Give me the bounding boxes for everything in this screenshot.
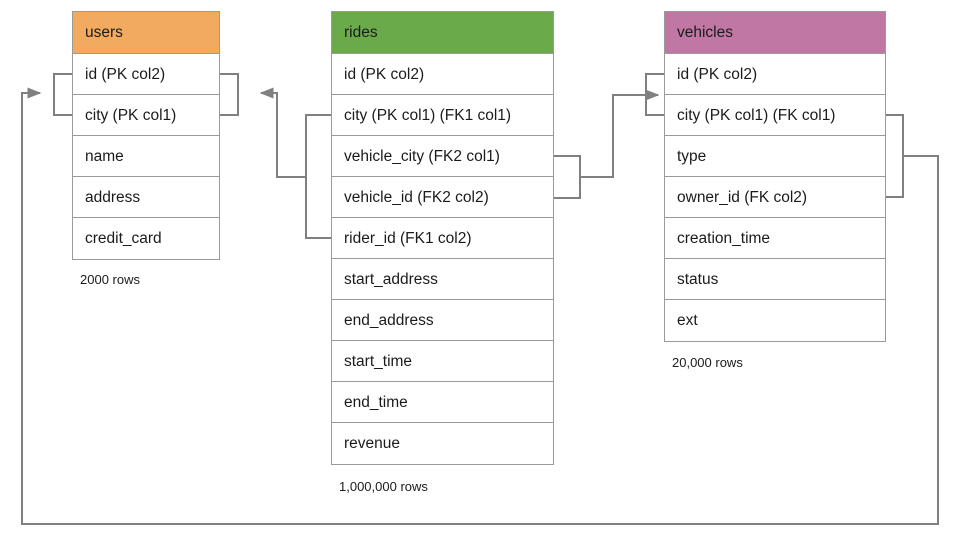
entity-users-title: users (73, 12, 219, 54)
field-users-city[interactable]: city (PK col1) (73, 95, 219, 136)
relationship-rides-fk1-users (261, 93, 331, 239)
entity-rides-title: rides (332, 12, 553, 54)
field-rides-revenue[interactable]: revenue (332, 423, 553, 464)
entity-rides[interactable]: rides id (PK col2) city (PK col1) (FK1 c… (331, 11, 554, 465)
field-vehicles-type[interactable]: type (665, 136, 885, 177)
field-rides-rider-id[interactable]: rider_id (FK1 col2) (332, 218, 553, 259)
relationship-target-bracket (220, 73, 239, 116)
relationship-rides-fk2-vehicles (554, 95, 658, 199)
rowcount-rides: 1,000,000 rows (339, 479, 428, 494)
field-vehicles-id[interactable]: id (PK col2) (665, 54, 885, 95)
relationship-target-bracket (645, 73, 664, 116)
rowcount-users: 2000 rows (80, 272, 140, 287)
field-vehicles-ext[interactable]: ext (665, 300, 885, 341)
field-vehicles-owner-id[interactable]: owner_id (FK col2) (665, 177, 885, 218)
field-users-address[interactable]: address (73, 177, 219, 218)
field-vehicles-city[interactable]: city (PK col1) (FK col1) (665, 95, 885, 136)
field-users-credit-card[interactable]: credit_card (73, 218, 219, 259)
field-rides-start-time[interactable]: start_time (332, 341, 553, 382)
field-users-id[interactable]: id (PK col2) (73, 54, 219, 95)
entity-vehicles-title: vehicles (665, 12, 885, 54)
field-rides-id[interactable]: id (PK col2) (332, 54, 553, 95)
field-rides-city[interactable]: city (PK col1) (FK1 col1) (332, 95, 553, 136)
entity-users[interactable]: users id (PK col2) city (PK col1) name a… (72, 11, 220, 260)
field-rides-vehicle-city[interactable]: vehicle_city (FK2 col1) (332, 136, 553, 177)
field-rides-start-address[interactable]: start_address (332, 259, 553, 300)
field-vehicles-status[interactable]: status (665, 259, 885, 300)
field-rides-end-time[interactable]: end_time (332, 382, 553, 423)
field-users-name[interactable]: name (73, 136, 219, 177)
field-vehicles-creation-time[interactable]: creation_time (665, 218, 885, 259)
field-rides-end-address[interactable]: end_address (332, 300, 553, 341)
relationship-target-bracket (53, 73, 72, 116)
field-rides-vehicle-id[interactable]: vehicle_id (FK2 col2) (332, 177, 553, 218)
entity-vehicles[interactable]: vehicles id (PK col2) city (PK col1) (FK… (664, 11, 886, 342)
rowcount-vehicles: 20,000 rows (672, 355, 743, 370)
